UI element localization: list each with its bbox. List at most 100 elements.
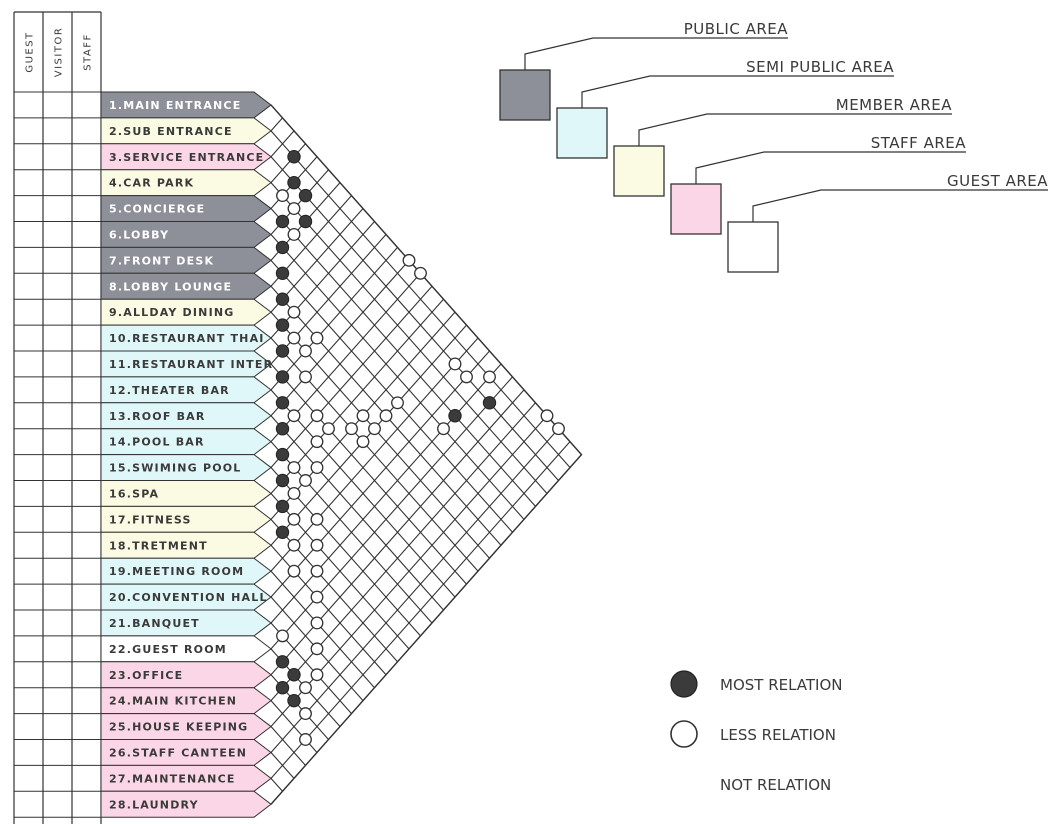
most-relation-mark-23-24 (275, 681, 290, 695)
less-relation-mark-12-14 (287, 409, 301, 423)
space-label-shape (100, 143, 272, 171)
space-label-shape (100, 169, 272, 197)
space-label-shape (100, 195, 272, 222)
less-relation-mark-14-16 (287, 461, 301, 475)
space-label-text: 28.LAUNDRY (109, 798, 199, 811)
less-relation-mark-19-23 (310, 616, 324, 630)
space-label-shape (100, 272, 272, 300)
grid-line-up (270, 428, 559, 753)
space-label-text: 17.FITNESS (109, 513, 192, 526)
most-relation-mark-3-22 (482, 396, 497, 410)
less-relation-mark-3-19 (448, 357, 462, 371)
grid-line-down (270, 208, 536, 507)
space-label-shape (100, 480, 272, 507)
space-label-shape (100, 246, 272, 274)
zone-legend-leader (581, 75, 894, 108)
less-relation-mark-9-12 (299, 344, 312, 358)
most-relation-mark-17-18 (275, 525, 290, 539)
relationship-matrix-grid (270, 104, 583, 805)
space-label-shape (100, 764, 272, 792)
space-label-text: 12.THEATER BAR (109, 384, 230, 397)
space-label-2: 2.SUB ENTRANCE (100, 117, 272, 145)
user-column-header-visitor: VISITOR (54, 27, 65, 78)
zone-legend-label: STAFF AREA (871, 134, 966, 152)
space-label-22: 22.GUEST ROOM (100, 635, 272, 663)
space-label-text: 19.MEETING ROOM (109, 565, 244, 578)
most-relation-mark-22-23 (275, 655, 290, 669)
less-relation-mark-8-12 (310, 331, 324, 345)
space-label-26: 26.STAFF CANTEEN (100, 739, 272, 766)
user-column-header-guest: GUEST (25, 31, 36, 72)
less-relation-mark-11-15 (310, 409, 324, 423)
grid-line-up (270, 324, 467, 546)
less-relation-mark-10-17 (345, 422, 358, 436)
less-relation-mark-1-14 (414, 266, 427, 280)
space-label-shape (100, 583, 272, 611)
most-relation-mark-3-6 (298, 188, 313, 203)
space-label-text: 21.BANQUET (109, 617, 200, 630)
space-label-text: 6.LOBBY (109, 228, 169, 241)
most-relation-mark-12-13 (275, 396, 290, 410)
space-label-11: 11.RESTAURANT INTER (100, 350, 273, 378)
zone-legend-leader (524, 37, 788, 70)
zone-legend-public: PUBLIC AREA (499, 20, 788, 121)
space-label-text: 5.CONCIERGE (109, 203, 205, 216)
most-relation-mark-5-6 (275, 214, 290, 229)
grid-line-down (270, 156, 559, 481)
less-relation-mark-7-18 (391, 396, 404, 410)
space-label-28: 28.LAUNDRY (100, 790, 272, 818)
space-label-text: 11.RESTAURANT INTER (109, 358, 273, 371)
space-label-shape (100, 687, 272, 715)
space-label-shape (100, 454, 272, 481)
most-relation-mark-5-21 (448, 409, 462, 423)
grid-line-down (270, 363, 467, 585)
grid-line-down (270, 726, 306, 766)
grid-line-up (270, 143, 306, 184)
space-label-shape (100, 609, 272, 637)
grid-line-down (270, 415, 444, 611)
space-label-text: 3.SERVICE ENTRANCE (109, 151, 264, 164)
zone-legend-swatch (727, 221, 779, 273)
relation-legend-open: LESS RELATION (670, 720, 836, 748)
space-label-shape (100, 117, 272, 145)
less-relation-mark-8-18 (379, 409, 393, 423)
less-relation-mark-9-18 (368, 422, 381, 436)
space-label-shape (100, 91, 272, 119)
less-relation-mark-3-20 (460, 370, 473, 384)
grid-line-up (270, 298, 444, 494)
space-label-text: 25.HOUSE KEEPING (109, 721, 248, 734)
less-relation-mark-1-26 (552, 422, 565, 436)
space-label-18: 18.TRETMENT (100, 531, 272, 559)
grid-line-up (270, 130, 295, 158)
less-relation-mark-23-26 (299, 707, 312, 721)
zone-legend-label: SEMI PUBLIC AREA (746, 58, 894, 76)
space-label-text: 24.MAIN KITCHEN (109, 695, 237, 708)
space-label-7: 7.FRONT DESK (100, 246, 272, 274)
most-relation-mark-8-9 (275, 292, 290, 306)
zone-legend-leader (752, 189, 1048, 222)
space-label-text: 13.ROOF BAR (109, 410, 206, 423)
most-relation-mark-4-7 (298, 214, 313, 229)
space-label-6: 6.LOBBY (100, 221, 272, 248)
space-label-text: 20.CONVENTION HALL (109, 591, 268, 604)
space-label-shape (100, 713, 272, 740)
less-relation-mark-13-17 (310, 461, 324, 475)
less-relation-mark-20-24 (310, 642, 324, 656)
relation-legend-none: NOT RELATION (720, 776, 831, 794)
space-label-5: 5.CONCIERGE (100, 195, 272, 222)
zone-legend-swatch (556, 107, 608, 159)
less-relation-mark-6-21 (437, 422, 450, 436)
most-relation-mark-13-14 (275, 422, 290, 436)
less-relation-mark-16-18 (287, 512, 301, 526)
most-relation-mark-7-8 (275, 266, 290, 280)
space-label-21: 21.BANQUET (100, 609, 272, 637)
grid-line-up (270, 247, 398, 391)
zone-legend-label: MEMBER AREA (836, 96, 952, 114)
less-relation-mark-2-21 (483, 370, 496, 384)
zone-legend-leader (695, 151, 966, 184)
filled-circle-icon (670, 670, 698, 698)
relationship-marks (275, 150, 565, 746)
most-relation-mark-9-10 (275, 318, 290, 332)
